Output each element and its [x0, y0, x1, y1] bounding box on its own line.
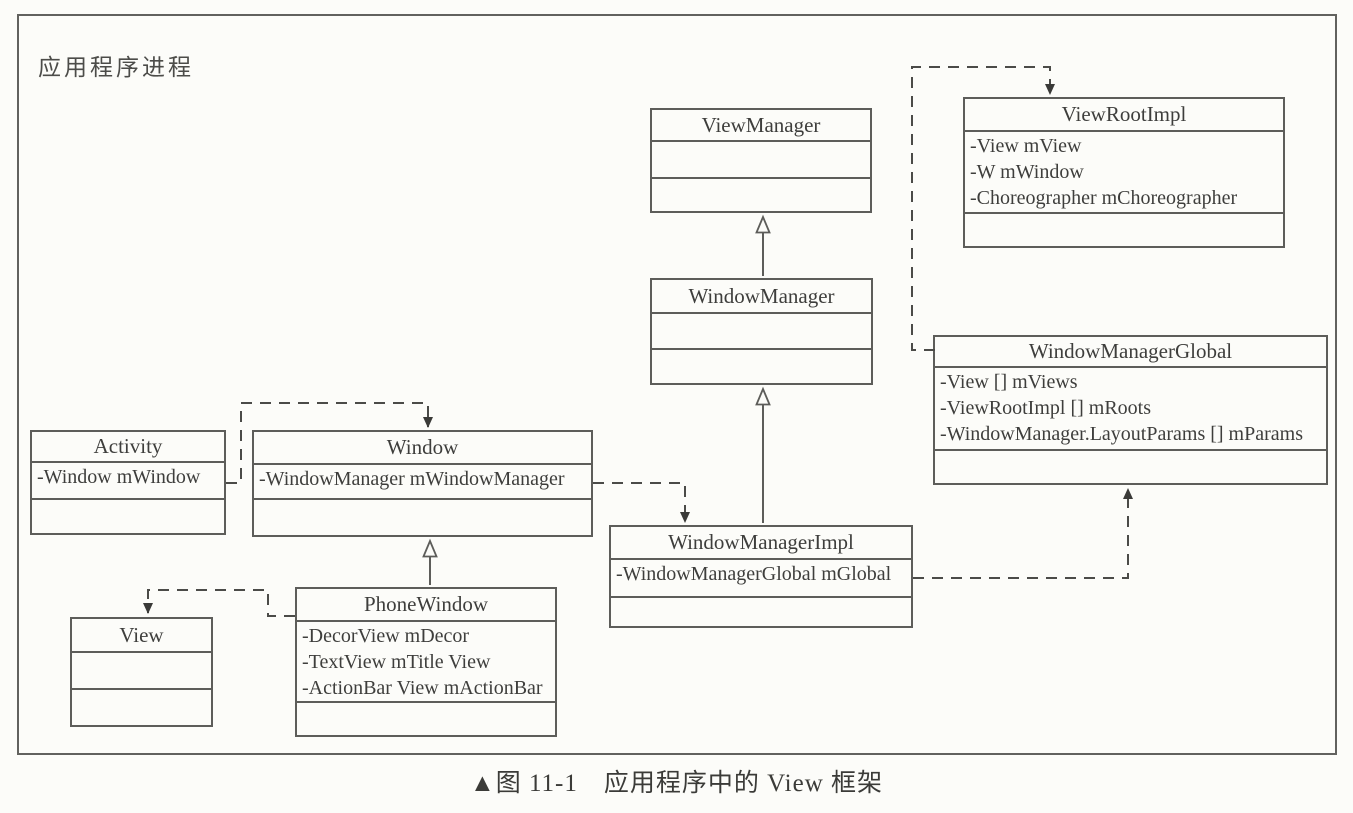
- class-field: -View mView: [970, 135, 1082, 157]
- class-fields-empty: [652, 314, 871, 350]
- class-methods-empty: [297, 703, 555, 735]
- class-methods-empty: [254, 500, 591, 535]
- class-title: WindowManagerGlobal: [935, 337, 1326, 368]
- class-field: -DecorView mDecor: [302, 625, 470, 647]
- figure-caption: ▲图 11-1 应用程序中的 View 框架: [0, 763, 1353, 799]
- class-box-windowmanagerimpl: WindowManagerImpl -WindowManagerGlobal m…: [609, 525, 913, 628]
- class-title: ViewManager: [652, 110, 870, 142]
- class-title: Window: [254, 432, 591, 465]
- class-field: -Window mWindow: [37, 466, 201, 488]
- class-fields-empty: [72, 653, 211, 690]
- class-title: Activity: [32, 432, 224, 463]
- class-methods-empty: [965, 214, 1283, 246]
- class-box-view: View: [70, 617, 213, 727]
- class-box-windowmanagerglobal: WindowManagerGlobal -View [] mViews -Vie…: [933, 335, 1328, 485]
- class-methods-empty: [611, 598, 911, 626]
- class-methods-empty: [72, 690, 211, 725]
- class-box-phonewindow: PhoneWindow -DecorView mDecor -TextView …: [295, 587, 557, 737]
- application-process-frame: [17, 14, 1337, 755]
- class-field: -ActionBar View mActionBar: [302, 677, 543, 699]
- class-methods-empty: [32, 500, 224, 533]
- figure-number: ▲图 11-1: [469, 770, 578, 797]
- class-methods-empty: [652, 179, 870, 211]
- class-field: -WindowManager.LayoutParams [] mParams: [940, 423, 1303, 445]
- class-box-viewrootimpl: ViewRootImpl -View mView -W mWindow -Cho…: [963, 97, 1285, 248]
- class-field: -ViewRootImpl [] mRoots: [940, 397, 1152, 419]
- class-field: -TextView mTitle View: [302, 651, 491, 673]
- class-title: PhoneWindow: [297, 589, 555, 622]
- class-field: -WindowManagerGlobal mGlobal: [616, 563, 892, 585]
- class-box-window: Window -WindowManager mWindowManager: [252, 430, 593, 537]
- class-fields-empty: [652, 142, 870, 179]
- class-methods-empty: [652, 350, 871, 383]
- class-field: -WindowManager mWindowManager: [259, 468, 565, 490]
- class-title: WindowManagerImpl: [611, 527, 911, 560]
- class-title: View: [72, 619, 211, 653]
- class-box-viewmanager: ViewManager: [650, 108, 872, 213]
- class-field: -W mWindow: [970, 161, 1084, 183]
- class-title: ViewRootImpl: [965, 99, 1283, 132]
- class-field: -View [] mViews: [940, 371, 1078, 393]
- figure-title: 应用程序中的 View 框架: [603, 770, 884, 797]
- class-field: -Choreographer mChoreographer: [970, 187, 1238, 209]
- class-title: WindowManager: [652, 280, 871, 314]
- class-box-activity: Activity -Window mWindow: [30, 430, 226, 535]
- class-box-windowmanager: WindowManager: [650, 278, 873, 385]
- class-methods-empty: [935, 451, 1326, 483]
- application-process-label: 应用程序进程: [38, 55, 194, 80]
